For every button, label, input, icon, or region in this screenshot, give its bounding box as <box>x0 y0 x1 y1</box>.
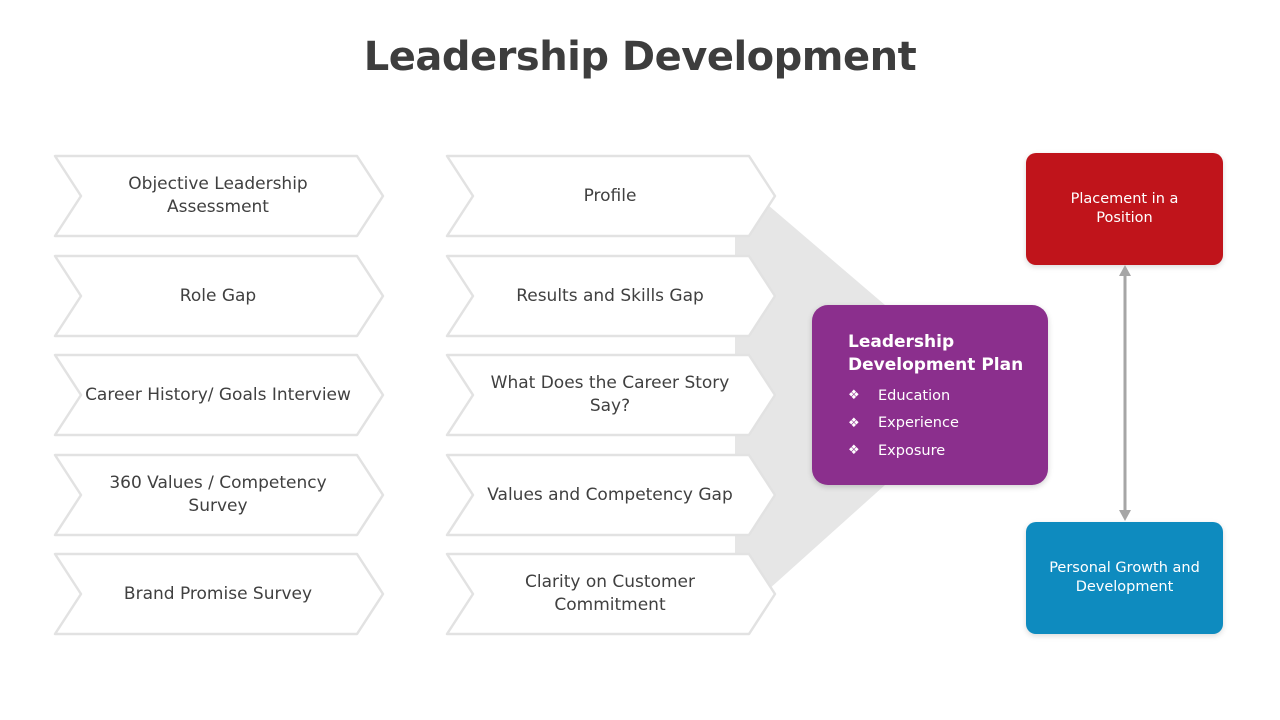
personal-growth-box: Personal Growth and Development <box>1026 522 1223 634</box>
middle-step-1: Profile <box>445 154 777 238</box>
left-step-1: Objective Leadership Assessment <box>53 154 385 238</box>
left-step-label: Brand Promise Survey <box>123 583 313 604</box>
middle-step-label: What Does the Career Story Say? <box>490 373 730 416</box>
development-plan-box: Leadership Development Plan ❖ Education … <box>812 305 1048 485</box>
left-step-label: 360 Values / Competency Survey <box>109 473 327 516</box>
development-plan-list: ❖ Education ❖ Experience ❖ Exposure <box>848 382 959 465</box>
middle-step-5: Clarity on Customer Commitment <box>445 552 777 636</box>
list-item: ❖ Education <box>848 382 959 410</box>
left-step-2: Role Gap <box>53 254 385 338</box>
left-step-4: 360 Values / Competency Survey <box>53 453 385 537</box>
middle-step-label: Profile <box>583 185 637 206</box>
double-arrow-icon <box>1119 265 1131 521</box>
development-plan-title: Leadership Development Plan <box>848 332 1024 375</box>
plan-item-label: Education <box>878 387 951 404</box>
middle-step-label: Clarity on Customer Commitment <box>524 572 695 615</box>
plan-item-label: Exposure <box>878 442 946 459</box>
placement-box: Placement in a Position <box>1026 153 1223 265</box>
middle-step-label: Results and Skills Gap <box>516 285 704 306</box>
plan-item-label: Experience <box>878 415 959 432</box>
left-step-label: Objective Leadership Assessment <box>128 174 308 217</box>
left-step-label: Career History/ Goals Interview <box>85 384 351 405</box>
slide-title: Leadership Development <box>363 34 917 80</box>
middle-step-3: What Does the Career Story Say? <box>445 353 777 437</box>
left-step-5: Brand Promise Survey <box>53 552 385 636</box>
placement-box-label: Placement in a Position <box>1070 191 1179 226</box>
left-step-label: Role Gap <box>179 285 257 306</box>
personal-growth-box-label: Personal Growth and Development <box>1049 560 1200 595</box>
diamond-bullet-icon: ❖ <box>848 388 860 404</box>
diamond-bullet-icon: ❖ <box>848 443 860 459</box>
list-item: ❖ Exposure <box>848 437 959 465</box>
list-item: ❖ Experience <box>848 410 959 438</box>
middle-step-4: Values and Competency Gap <box>445 453 777 537</box>
diamond-bullet-icon: ❖ <box>848 415 860 431</box>
left-step-3: Career History/ Goals Interview <box>53 353 385 437</box>
middle-step-label: Values and Competency Gap <box>487 484 733 505</box>
middle-step-2: Results and Skills Gap <box>445 254 777 338</box>
